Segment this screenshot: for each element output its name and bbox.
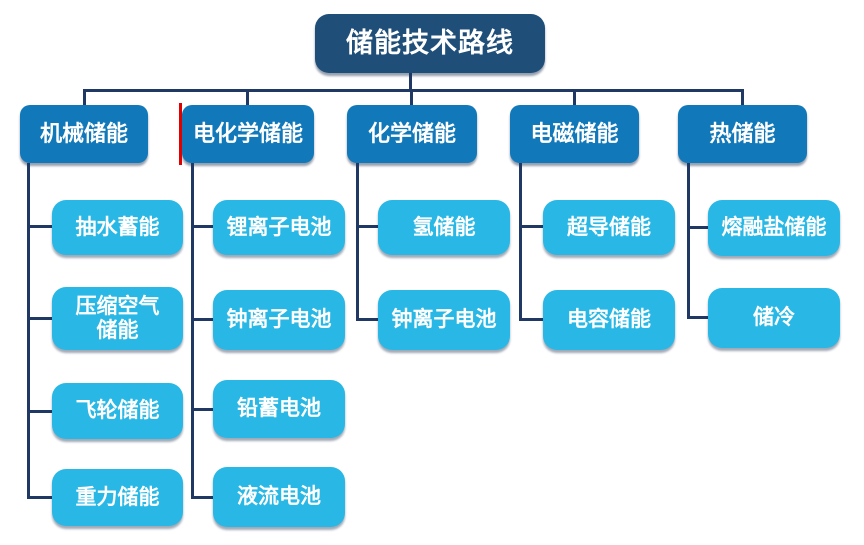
connector-spine-electromagnetic [519, 163, 522, 320]
root-node-energy-storage: 储能技术路线 [315, 14, 545, 73]
connector-elbow [519, 225, 543, 228]
connector-root-stem [409, 73, 412, 91]
connector-elbow [687, 316, 708, 319]
connector-spine-thermal [687, 163, 690, 318]
leaf-capacitor-storage: 电容储能 [543, 290, 675, 350]
leaf-compressed-air-storage: 压缩空气 储能 [52, 287, 183, 350]
connector-elbow [191, 225, 213, 228]
connector-elbow [191, 408, 213, 411]
connector-elbow [27, 317, 52, 320]
connector-elbow [191, 496, 213, 499]
connector-spine-mechanical [27, 163, 30, 497]
branch-electrochemical-storage: 电化学储能 [182, 105, 314, 163]
connector-drop-electrochemical [246, 91, 249, 106]
leaf-flow-battery: 液流电池 [213, 467, 345, 527]
leaf-flywheel-storage: 飞轮储能 [52, 383, 183, 439]
leaf-hydrogen-storage: 氢储能 [378, 200, 510, 255]
connector-elbow [687, 226, 708, 229]
connector-elbow [519, 318, 543, 321]
branch-chemical-storage: 化学储能 [347, 105, 477, 163]
connector-elbow [27, 225, 52, 228]
connector-elbow [356, 318, 378, 321]
leaf-lithium-ion-battery: 锂离子电池 [213, 200, 345, 255]
leaf-superconducting-storage: 超导储能 [543, 200, 675, 255]
connector-spine-electrochemical [191, 163, 194, 497]
leaf-pumped-hydro-storage: 抽水蓄能 [52, 200, 183, 255]
connector-spine-chemical [356, 163, 359, 320]
connector-elbow [191, 318, 213, 321]
leaf-molten-salt-storage: 熔融盐储能 [708, 200, 840, 256]
leaf-cold-storage: 储冷 [708, 288, 840, 348]
branch-thermal-storage: 热储能 [678, 105, 807, 163]
connector-elbow [27, 410, 52, 413]
connector-elbow [27, 496, 52, 499]
leaf-gravity-storage: 重力储能 [52, 469, 183, 526]
leaf-zhong-ion-battery: 钟离子电池 [213, 290, 345, 350]
leaf-lead-acid-battery: 铅蓄电池 [213, 380, 345, 438]
branch-electromagnetic-storage: 电磁储能 [510, 105, 639, 163]
red-marker-line [179, 103, 182, 165]
connector-drop-thermal [741, 91, 744, 106]
connector-drop-electromagnetic [573, 91, 576, 106]
connector-drop-mechanical [83, 91, 86, 106]
connector-main-rail [83, 89, 744, 92]
branch-mechanical-storage: 机械储能 [20, 105, 148, 163]
leaf-zhong-ion-battery-chemical: 钟离子电池 [378, 290, 510, 350]
connector-elbow [356, 225, 378, 228]
connector-drop-chemical [410, 91, 413, 106]
